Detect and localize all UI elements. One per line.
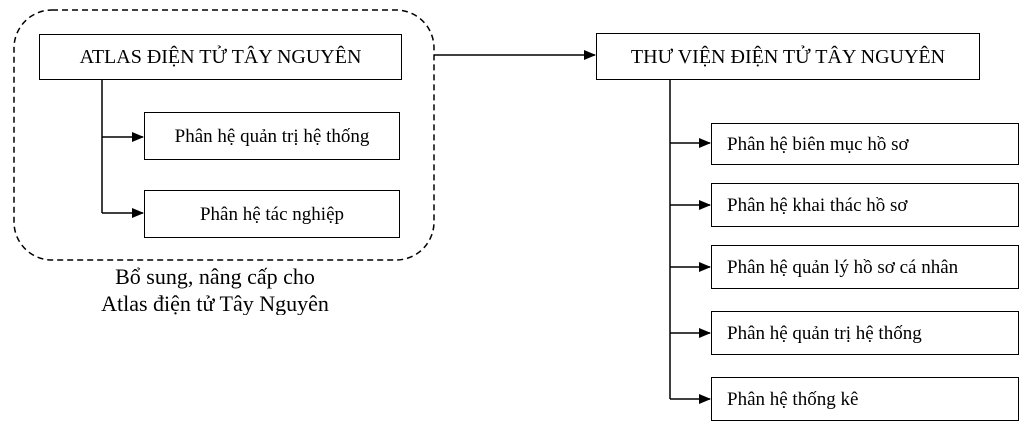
library-item-label-5: Phân hệ thống kê [727, 388, 859, 410]
library-title-label: THƯ VIỆN ĐIỆN TỬ TÂY NGUYÊN [630, 45, 946, 68]
atlas-item-label-1: Phân hệ quản trị hệ thống [174, 125, 370, 147]
library-item-box-3: Phân hệ quản lý hồ sơ cá nhân [711, 245, 1019, 289]
library-item-box-2: Phân hệ khai thác hồ sơ [711, 183, 1019, 227]
library-item-box-1: Phân hệ biên mục hồ sơ [711, 123, 1019, 165]
atlas-group-boundary [13, 9, 435, 261]
library-item-label-4: Phân hệ quản trị hệ thống [727, 322, 922, 344]
atlas-caption-line-1: Bổ sung, nâng cấp cho [115, 264, 315, 289]
atlas-item-box-2: Phân hệ tác nghiệp [144, 190, 400, 238]
atlas-caption-line-2: Atlas điện tử Tây Nguyên [101, 293, 329, 315]
atlas-title-label: ATLAS ĐIỆN TỬ TÂY NGUYÊN [79, 46, 362, 68]
library-item-label-2: Phân hệ khai thác hồ sơ [727, 194, 908, 216]
library-title-box: THƯ VIỆN ĐIỆN TỬ TÂY NGUYÊN [596, 33, 980, 80]
library-item-label-1: Phân hệ biên mục hồ sơ [727, 133, 909, 155]
atlas-item-label-2: Phân hệ tác nghiệp [199, 203, 345, 225]
atlas-title-box: ATLAS ĐIỆN TỬ TÂY NGUYÊN [39, 34, 402, 80]
library-item-label-3: Phân hệ quản lý hồ sơ cá nhân [727, 256, 959, 278]
library-item-box-4: Phân hệ quản trị hệ thống [711, 311, 1019, 355]
library-item-box-5: Phân hệ thống kê [711, 377, 1019, 421]
atlas-item-box-1: Phân hệ quản trị hệ thống [144, 112, 400, 160]
